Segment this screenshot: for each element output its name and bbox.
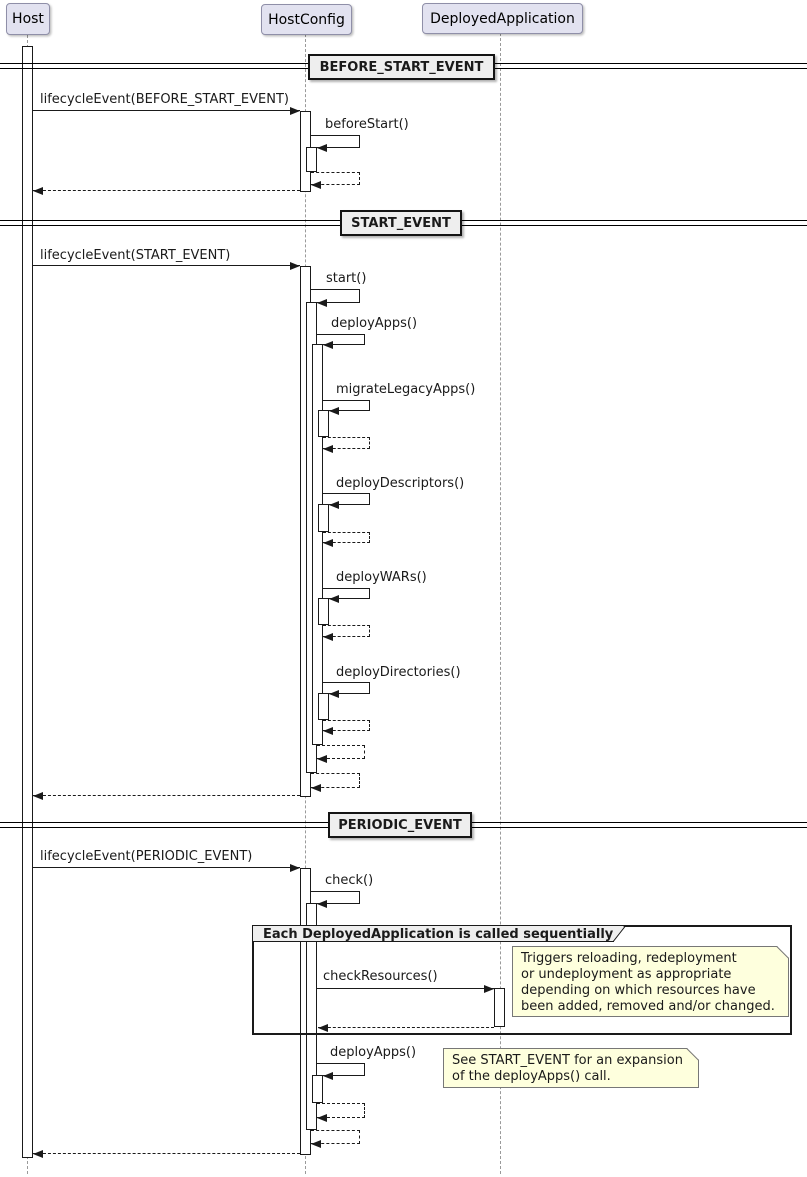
arrowhead-icon [290, 107, 300, 115]
activation-bar [318, 693, 329, 720]
note-line: or undeployment as appropriate [521, 967, 732, 982]
participant-label: HostConfig [268, 11, 345, 28]
return-loop [323, 625, 370, 637]
self-call-loop [323, 682, 370, 694]
self-call-loop [323, 493, 370, 505]
arrowhead-icon [329, 407, 339, 415]
arrowhead-icon [317, 299, 327, 307]
return-loop [311, 773, 360, 788]
arrowhead-icon [484, 985, 494, 993]
message-label: deployDescriptors() [336, 476, 465, 491]
arrowhead-icon [311, 784, 321, 792]
self-call-loop [311, 135, 360, 148]
return-line [318, 1027, 494, 1028]
divider-start-event: START_EVENT [340, 210, 462, 236]
self-call-loop [317, 1063, 365, 1076]
message-line [33, 110, 300, 111]
return-loop [311, 172, 360, 185]
activation-bar [318, 504, 329, 532]
note-line: Triggers reloading, redeployment [521, 951, 737, 966]
return-line [33, 1153, 300, 1154]
message-label: lifecycleEvent(BEFORE_START_EVENT) [40, 92, 289, 107]
arrowhead-icon [323, 341, 333, 349]
return-line [33, 190, 300, 191]
participant-label: DeployedApplication [430, 10, 575, 27]
arrowhead-icon [290, 262, 300, 270]
note-line: been added, removed and/or changed. [521, 999, 775, 1014]
self-call-loop [317, 334, 365, 345]
activation-bar-host [22, 46, 33, 1158]
arrowhead-icon [329, 690, 339, 698]
divider-before-start-event: BEFORE_START_EVENT [308, 54, 495, 80]
note-check-resources: Triggers reloading, redeployment or unde… [512, 946, 789, 1017]
message-label: deployWARs() [336, 570, 427, 585]
arrowhead-icon [33, 1150, 43, 1158]
message-label: check() [325, 873, 374, 888]
participant-host: Host [6, 3, 50, 35]
self-call-loop [311, 289, 360, 303]
arrowhead-icon [317, 1114, 327, 1122]
self-call-loop [323, 588, 370, 599]
lifeline-deployedapplication [500, 33, 501, 1174]
self-call-loop [311, 891, 360, 904]
arrowhead-icon [317, 900, 327, 908]
message-line [33, 265, 300, 266]
note-line: See START_EVENT for an expansion [452, 1053, 683, 1068]
activation-bar-deployedapplication [494, 988, 505, 1027]
activation-bar [306, 147, 317, 172]
divider-label: BEFORE_START_EVENT [319, 59, 484, 75]
message-label: deployApps() [331, 316, 418, 331]
arrowhead-icon [323, 445, 333, 453]
arrowhead-icon [323, 633, 333, 641]
activation-bar [318, 410, 329, 437]
activation-bar [312, 1075, 323, 1103]
return-loop [323, 720, 370, 731]
arrowhead-icon [311, 1140, 321, 1148]
return-loop [317, 745, 365, 759]
return-loop [311, 1130, 360, 1144]
arrowhead-icon [323, 727, 333, 735]
self-call-loop [323, 400, 370, 411]
note-deploy-apps: See START_EVENT for an expansion of the … [443, 1048, 699, 1088]
message-label: start() [326, 271, 367, 286]
arrowhead-icon [317, 144, 327, 152]
divider-label: PERIODIC_EVENT [338, 817, 462, 833]
divider-periodic-event: PERIODIC_EVENT [328, 812, 472, 838]
activation-bar [318, 598, 329, 625]
arrowhead-icon [329, 595, 339, 603]
message-label: migrateLegacyApps() [336, 382, 476, 397]
participant-hostconfig: HostConfig [261, 4, 352, 35]
return-loop [317, 1103, 365, 1118]
arrowhead-icon [33, 792, 43, 800]
group-header [253, 926, 624, 941]
note-line: depending on which resources have [521, 983, 756, 998]
arrowhead-icon [33, 187, 43, 195]
arrowhead-icon [323, 539, 333, 547]
divider-label: START_EVENT [351, 215, 451, 231]
message-label: lifecycleEvent(PERIODIC_EVENT) [40, 849, 253, 864]
arrowhead-icon [318, 1024, 328, 1032]
message-label: checkResources() [323, 969, 438, 984]
return-loop [323, 532, 370, 543]
message-label: lifecycleEvent(START_EVENT) [40, 248, 231, 263]
activation-bar [312, 344, 323, 745]
message-label: deployApps() [330, 1045, 417, 1060]
arrowhead-icon [311, 181, 321, 189]
arrowhead-icon [317, 755, 327, 763]
message-label: deployDirectories() [336, 665, 461, 680]
arrowhead-icon [323, 1072, 333, 1080]
group-header-line [252, 941, 614, 942]
arrowhead-icon [329, 501, 339, 509]
return-line [33, 795, 300, 796]
return-loop [323, 437, 370, 449]
note-line: of the deployApps() call. [452, 1069, 611, 1084]
arrowhead-icon [290, 864, 300, 872]
participant-label: Host [12, 11, 44, 27]
message-line [33, 867, 300, 868]
message-line [317, 988, 494, 989]
message-label: beforeStart() [325, 117, 409, 132]
group-label: Each DeployedApplication is called seque… [263, 927, 614, 942]
participant-deployedapplication: DeployedApplication [422, 3, 583, 34]
